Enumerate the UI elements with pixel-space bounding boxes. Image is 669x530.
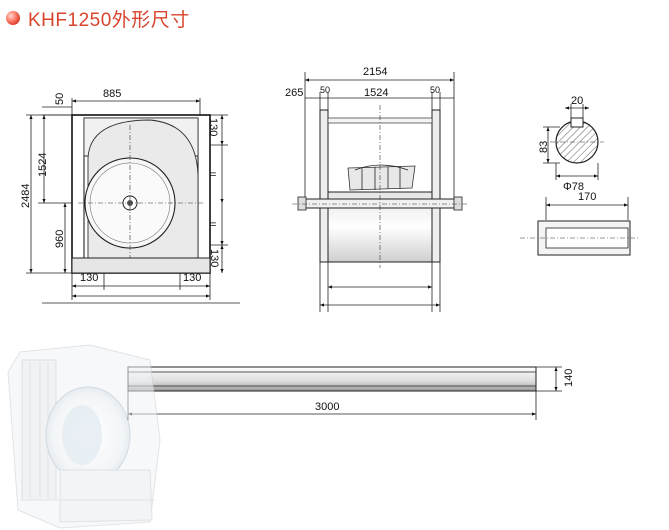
dim-885: 885	[103, 88, 121, 100]
dim-2484: 2484	[20, 184, 32, 208]
dim-170: 170	[578, 191, 596, 203]
front-view: 885 50 2484 1524 960 130 = = 130	[20, 88, 240, 304]
dim-960: 960	[54, 230, 66, 248]
dim-50-front: 50	[54, 93, 66, 105]
eq-right-1: =	[210, 169, 216, 181]
dim-140: 140	[563, 369, 575, 387]
shaft-end-view: 170	[520, 191, 640, 256]
page-title: KHF1250外形尺寸	[28, 9, 190, 31]
dim-1524-side: 1524	[364, 87, 388, 99]
impeller	[347, 165, 416, 191]
dim-3000: 3000	[315, 401, 339, 413]
bullet-icon	[6, 11, 20, 25]
dim-265: 265	[285, 87, 303, 99]
product-photo	[7, 344, 161, 529]
dim-130-right-top: 130	[207, 118, 219, 136]
dim-phi78: Φ78	[563, 181, 584, 193]
eq-right-2: =	[210, 219, 216, 231]
dim-20: 20	[571, 95, 583, 107]
dim-1524-front: 1524	[37, 153, 49, 177]
rail-body	[127, 366, 537, 392]
dim-2154: 2154	[363, 66, 387, 78]
dim-130-right-bottom: 130	[208, 249, 220, 267]
dim-130-bottom-left: 130	[80, 272, 98, 284]
title-row: KHF1250外形尺寸	[4, 4, 190, 32]
dim-50-left: 50	[320, 85, 330, 95]
side-view: 2154 265 50 1524 50	[285, 66, 468, 312]
dim-50-right: 50	[430, 85, 440, 95]
keyway	[570, 117, 584, 128]
dim-130-bottom-right: 130	[183, 272, 201, 284]
shaft-section: 20 83 Φ78	[538, 95, 604, 193]
dim-83: 83	[538, 141, 550, 153]
rail-view: 140 3000	[127, 366, 575, 420]
